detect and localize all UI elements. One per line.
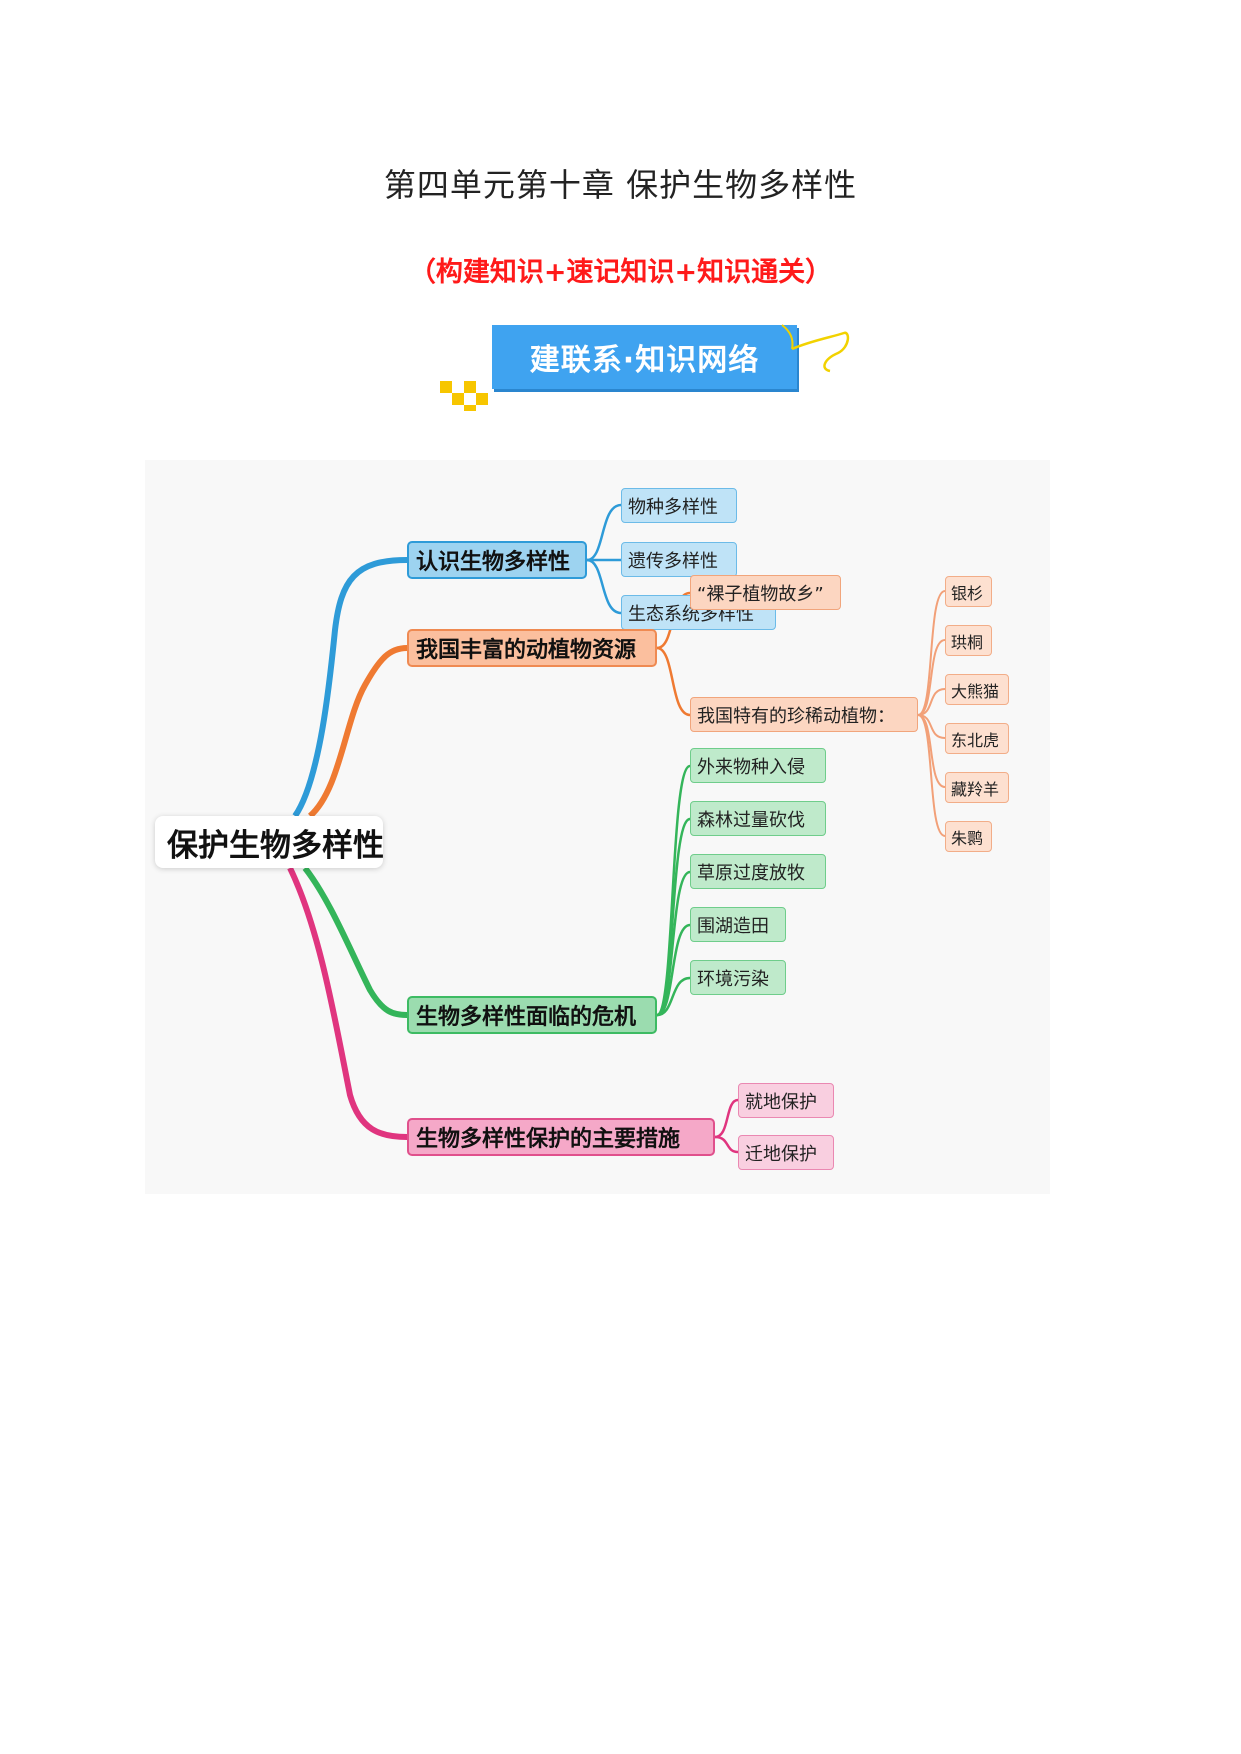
- sub-node: 我国特有的珍稀动植物：: [690, 697, 918, 732]
- checker-decoration-icon: [440, 381, 494, 411]
- leaf-node: 银杉: [945, 576, 992, 607]
- sub-node: 围湖造田: [690, 907, 786, 942]
- leaf-node: 藏羚羊: [945, 772, 1009, 803]
- page-subtitle: （构建知识+速记知识+知识通关）: [408, 257, 833, 288]
- sub-node: 物种多样性: [621, 488, 737, 523]
- sub-node: 外来物种入侵: [690, 748, 826, 783]
- link-root-pink: [287, 866, 408, 1140]
- sub-node: 就地保护: [738, 1083, 834, 1118]
- sub-node: 草原过度放牧: [690, 854, 826, 889]
- banner-label: 建联系·知识网络: [492, 325, 797, 389]
- leaf-node: 大熊猫: [945, 674, 1009, 705]
- ribbon-decoration-icon: [781, 324, 850, 373]
- page-title: 第四单元第十章 保护生物多样性: [383, 166, 858, 204]
- sub-node: 环境污染: [690, 960, 786, 995]
- sub-node: “裸子植物故乡”: [690, 575, 841, 610]
- link-root-blue: [292, 557, 408, 818]
- link-root-orange: [307, 645, 408, 819]
- mind-map-links: [287, 503, 946, 1154]
- sub-node: 迁地保护: [738, 1135, 834, 1170]
- leaf-node: 珙桐: [945, 625, 992, 656]
- branch-node: 生物多样性保护的主要措施: [407, 1118, 715, 1156]
- branch-node: 认识生物多样性: [407, 541, 587, 579]
- section-banner: 建联系·知识网络: [440, 324, 850, 415]
- branch-node: 我国丰富的动植物资源: [407, 629, 657, 667]
- sub-node: 森林过量砍伐: [690, 801, 826, 836]
- sub-node: 遗传多样性: [621, 542, 737, 577]
- root-node: 保护生物多样性: [155, 816, 384, 868]
- leaf-node: 朱鹮: [945, 821, 992, 852]
- link-root-green: [302, 866, 408, 1018]
- mind-map: 保护生物多样性 认识生物多样性 物种多样性 遗传多样性 生态系统多样性 我国丰富…: [145, 460, 1050, 1194]
- leaf-node: 东北虎: [945, 723, 1009, 754]
- branch-node: 生物多样性面临的危机: [407, 996, 657, 1034]
